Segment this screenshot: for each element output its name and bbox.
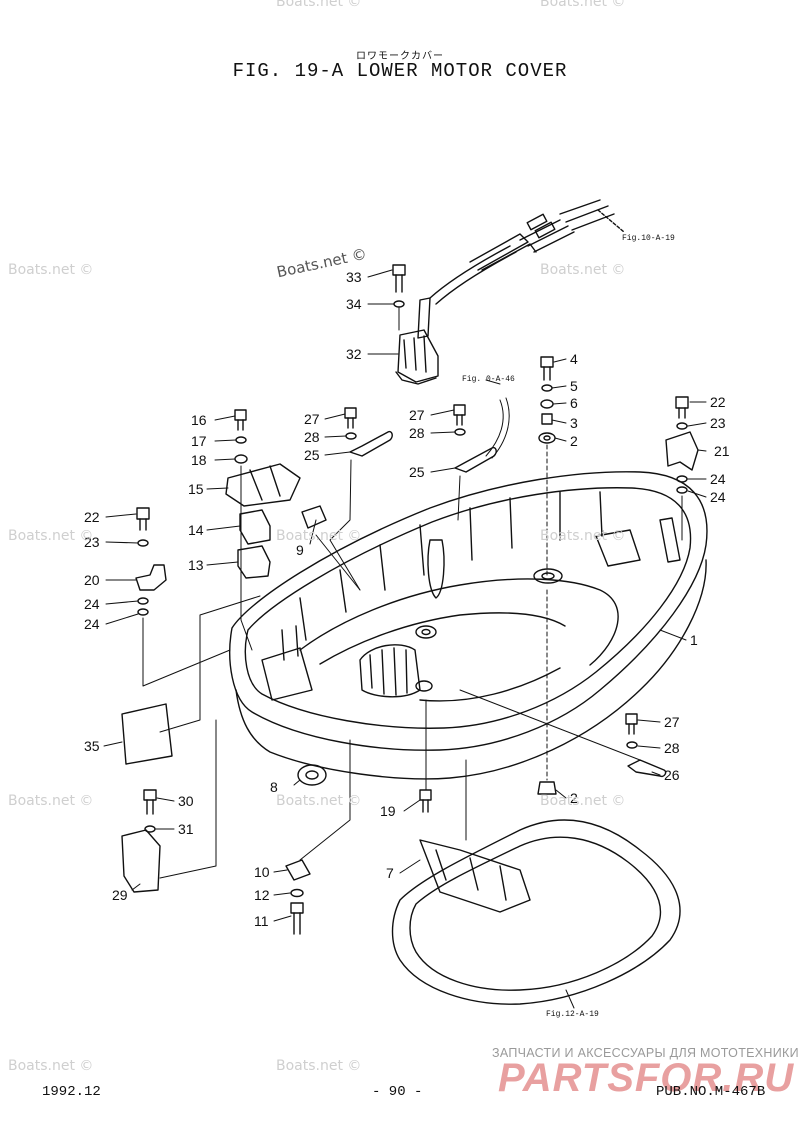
watermark-boats-net: Boats.net © xyxy=(8,793,94,809)
part-label-34: 34 xyxy=(346,296,362,312)
part-label-26: 26 xyxy=(664,767,680,783)
part-label-22-right: 22 xyxy=(710,394,726,410)
watermark-boats-net: Boats.net © xyxy=(540,0,626,10)
watermark-boats-net: Boats.net © xyxy=(276,793,362,809)
cable-harness xyxy=(429,199,625,305)
part-label-15: 15 xyxy=(188,481,204,497)
part-label-28-left: 28 xyxy=(304,429,320,445)
part-label-27-right: 27 xyxy=(664,714,680,730)
part-label-23-right: 23 xyxy=(710,415,726,431)
footer-date: 1992.12 xyxy=(42,1084,101,1100)
watermark-boats-net: Boats.net © xyxy=(276,0,362,10)
part-label-35: 35 xyxy=(84,738,100,754)
part-label-28-mid: 28 xyxy=(409,425,425,441)
part-label-24-right-b: 24 xyxy=(710,489,726,505)
reference-fig-0-a-46: Fig. 0-A-46 xyxy=(462,375,515,384)
watermark-boats-net: Boats.net © xyxy=(540,528,626,544)
part-label-30: 30 xyxy=(178,793,194,809)
watermark-boats-net: Boats.net © xyxy=(540,793,626,809)
part-label-12: 12 xyxy=(254,887,270,903)
part-label-22-left: 22 xyxy=(84,509,100,525)
leader-lines xyxy=(103,269,707,1009)
figure-title: FIG. 19-A LOWER MOTOR COVER xyxy=(232,60,568,82)
part-label-27-left: 27 xyxy=(304,411,320,427)
part-label-11: 11 xyxy=(254,913,269,929)
watermark-boats-net: Boats.net © xyxy=(8,262,94,278)
watermark-boats-net: Boats.net © xyxy=(540,262,626,278)
part-label-7: 7 xyxy=(386,865,394,881)
part-label-28-right: 28 xyxy=(664,740,680,756)
footer-page-number: - 90 - xyxy=(372,1084,423,1100)
lower-cover-body xyxy=(229,471,708,780)
part-label-19: 19 xyxy=(380,803,396,819)
part-label-5: 5 xyxy=(570,378,578,394)
watermark-boats-net: Boats.net © xyxy=(8,1058,94,1074)
watermark-boats-net: Boats.net © xyxy=(276,528,362,544)
part-label-2-bottom: 2 xyxy=(570,790,578,806)
part-label-1: 1 xyxy=(690,632,698,648)
part-label-13: 13 xyxy=(188,557,204,573)
part-label-24-left-b: 24 xyxy=(84,616,100,632)
part-label-17: 17 xyxy=(191,433,207,449)
part-label-24-right-a: 24 xyxy=(710,471,726,487)
part-label-32: 32 xyxy=(346,346,362,362)
reference-fig-10-a-19: Fig.10-A-19 xyxy=(622,234,675,243)
part-label-9: 9 xyxy=(296,542,304,558)
part-label-25-left: 25 xyxy=(304,447,320,463)
part-label-18: 18 xyxy=(191,452,207,468)
part-label-25-mid: 25 xyxy=(409,464,425,480)
footer-publication-number: PUB.NO.M-467B xyxy=(656,1084,766,1100)
watermark-boats-net: Boats.net © xyxy=(8,528,94,544)
part-label-14: 14 xyxy=(188,522,204,538)
part-label-33: 33 xyxy=(346,269,362,285)
part-label-29: 29 xyxy=(112,887,128,903)
reference-fig-12-a-19: Fig.12-A-19 xyxy=(546,1010,599,1019)
part-label-2-top: 2 xyxy=(570,433,578,449)
figure-subtitle-japanese: ロワモークカバー xyxy=(356,51,444,62)
watermark-boats-net: Boats.net © xyxy=(276,1058,362,1074)
harness-holder-32 xyxy=(395,297,439,385)
part-label-21: 21 xyxy=(714,443,730,459)
part-label-8: 8 xyxy=(270,779,278,795)
part-label-16: 16 xyxy=(191,412,207,428)
part-label-27-mid: 27 xyxy=(409,407,425,423)
fasteners xyxy=(121,264,699,935)
part-label-31: 31 xyxy=(178,821,194,837)
shop-tagline: ЗАПЧАСТИ И АКСЕССУАРЫ ДЛЯ МОТОТЕХНИКИ xyxy=(492,1046,799,1060)
part-labels: 33 34 32 4 5 6 3 2 2 27 28 25 27 28 25 1… xyxy=(84,234,730,1019)
part-label-6: 6 xyxy=(570,395,578,411)
part-label-3: 3 xyxy=(570,415,578,431)
part-label-24-left-a: 24 xyxy=(84,596,100,612)
shop-logo: PARTSFOR.RU xyxy=(498,1056,795,1100)
part-label-20: 20 xyxy=(84,572,100,588)
part-label-4: 4 xyxy=(570,351,578,367)
part-label-23-left: 23 xyxy=(84,534,100,550)
lower-mount-plate xyxy=(391,819,681,1005)
part-label-10: 10 xyxy=(254,864,270,880)
